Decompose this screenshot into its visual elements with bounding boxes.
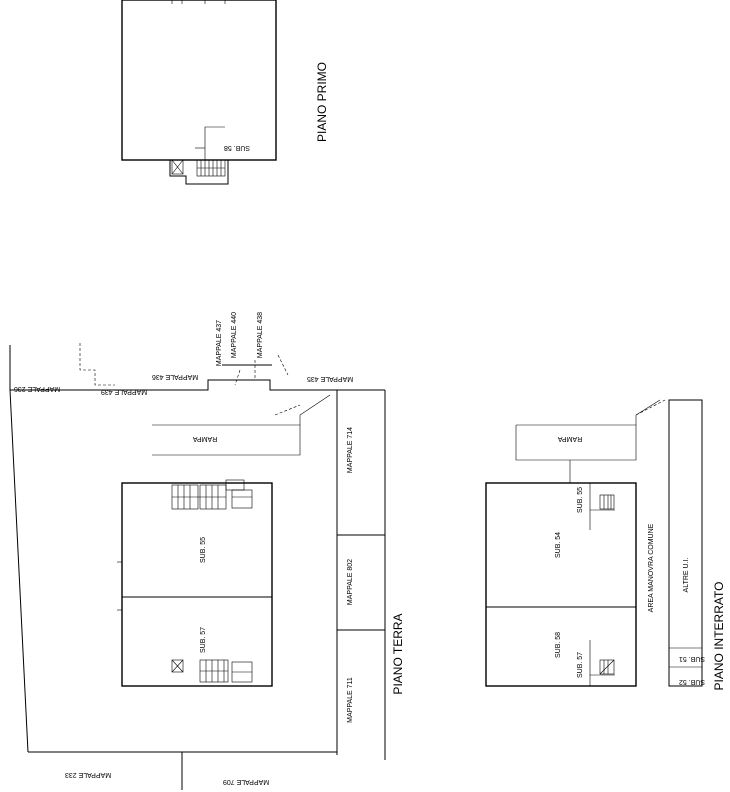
parcel-label-439: MAPPALE 439 (101, 388, 147, 395)
ground-ramp-edge (299, 394, 331, 425)
lift-box (171, 159, 184, 175)
basement-plan: RAMPA SUB. 55 SUB. 54 SUB. 58 SUB. 57 AR… (485, 399, 726, 691)
other-units-block (668, 399, 703, 687)
basement-common-boundary (635, 399, 666, 416)
basement-ramp-outline (515, 424, 637, 461)
parcel-label-714: MAPPALE 714 (347, 427, 354, 473)
basement-unit-label-58: SUB. 58 (555, 632, 562, 658)
first-floor-unit-label: SUB. 58 (224, 144, 250, 151)
parcel-label-437: MAPPALE 437 (216, 320, 223, 366)
ground-unit-label-55: SUB. 55 (200, 537, 207, 563)
parcel-label-236: MAPPALE 236 (14, 385, 60, 392)
basement-stairs-top (599, 494, 615, 510)
ground-stairs-top (171, 479, 253, 510)
parcel-label-709: MAPPALE 709 (223, 778, 269, 785)
first-floor-partition (204, 126, 225, 160)
first-floor-outline (121, 0, 277, 161)
common-area-label: AREA MANOVRA COMUNE (648, 523, 655, 612)
basement-unit-label-52: SUB. 52 (679, 678, 705, 685)
basement-unit-label-51: SUB. 51 (679, 655, 705, 662)
other-units-label: ALTRE U.I. (683, 558, 690, 593)
ground-ramp-edge (274, 404, 301, 416)
basement-unit-label-55: SUB. 55 (577, 487, 584, 513)
basement-unit-label-57: SUB. 57 (577, 652, 584, 678)
ground-neighbour-boundary (277, 354, 289, 376)
parcel-label-233: MAPPALE 233 (65, 771, 111, 778)
basement-stairs-bottom (599, 659, 615, 675)
ground-building-outline (121, 482, 273, 687)
parcel-label-711: MAPPALE 711 (347, 677, 354, 723)
ground-stairs-bottom (171, 659, 253, 683)
basement-ramp-edge (635, 399, 661, 425)
first-floor-stairs (196, 159, 226, 177)
ground-site-boundary-top (10, 379, 385, 391)
first-floor-plan: SUB. 58 PIANO PRIMO (121, 0, 329, 185)
basement-ramp-label: RAMPA (557, 435, 582, 442)
ground-neighbour-boundary (234, 369, 241, 386)
ground-floor-plan: RAMPA (9, 312, 405, 790)
ground-ramp-outline (152, 424, 301, 456)
ground-unit-label-57: SUB. 57 (200, 627, 207, 653)
ground-site-boundary-left (9, 389, 29, 753)
basement-building-outline (485, 482, 637, 687)
parcel-label-440: MAPPALE 440 (231, 312, 238, 358)
lift-cross (171, 159, 184, 175)
basement-floor-title: PIANO INTERRATO (712, 582, 726, 691)
parcel-label-436: MAPPALE 436 (152, 373, 198, 380)
ground-floor-title: PIANO TERRA (391, 613, 405, 694)
basement-unit-label-54: SUB. 54 (555, 532, 562, 558)
parcel-label-438: MAPPALE 438 (257, 312, 264, 358)
ground-neighbour-boundary (79, 343, 115, 386)
parcel-label-802: MAPPALE 802 (347, 559, 354, 605)
first-floor-stair-outline (169, 160, 229, 185)
parcel-label-435: MAPPALE 435 (307, 375, 353, 382)
first-floor-title: PIANO PRIMO (315, 62, 329, 142)
ground-ramp-label: RAMPA (192, 435, 217, 442)
